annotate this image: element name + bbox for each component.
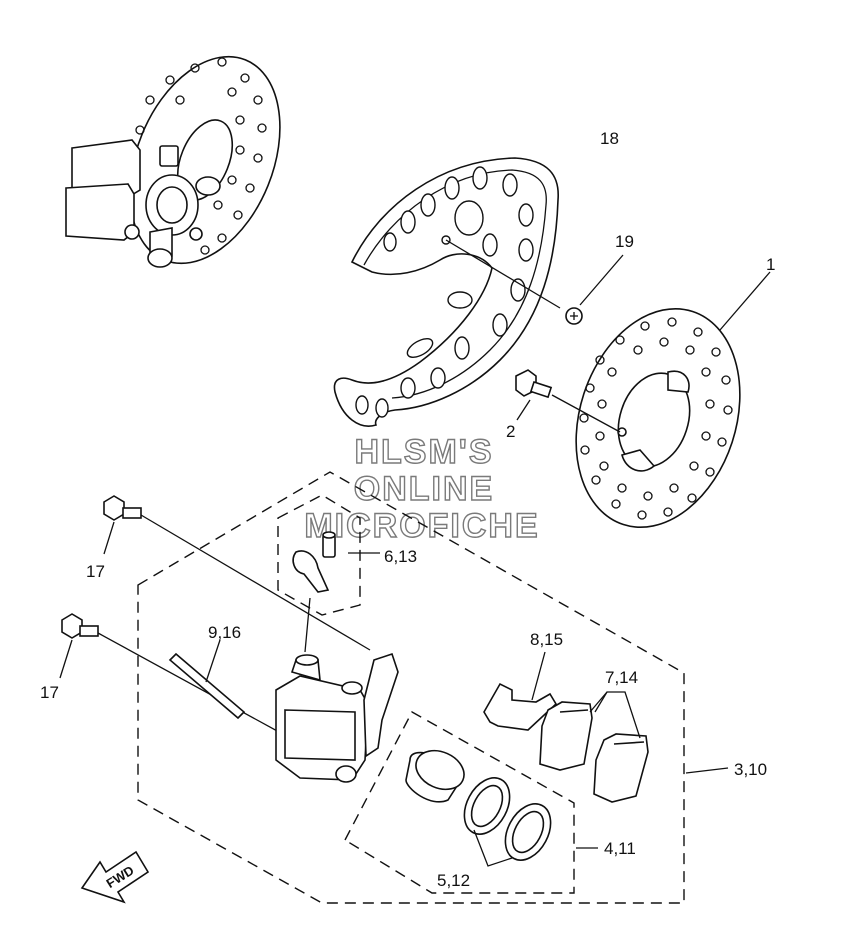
assembled-caliper-disc-view bbox=[65, 55, 281, 268]
fwd-arrow-icon: FWD bbox=[80, 850, 150, 904]
disc-guard-part-18 bbox=[333, 157, 559, 427]
callout-17-lower: 17 bbox=[40, 683, 59, 702]
screw-part-19 bbox=[445, 239, 624, 325]
watermark-line-1: HLSM'S bbox=[354, 433, 493, 471]
callout-7-14: 7,14 bbox=[605, 668, 638, 687]
caliper-body bbox=[275, 652, 399, 783]
pad-support-part-8-15 bbox=[483, 651, 558, 731]
callout-5-12: 5,12 bbox=[437, 871, 470, 890]
caliper-assembly-outline bbox=[137, 471, 685, 904]
callout-8-15: 8,15 bbox=[530, 630, 563, 649]
watermark-line-2: ONLINE bbox=[354, 470, 494, 508]
brake-disc-part-1 bbox=[575, 271, 771, 529]
bleed-screw-group-outline bbox=[277, 494, 361, 616]
brake-pads-part-7-14 bbox=[539, 691, 649, 803]
piston-part-4-11 bbox=[405, 749, 598, 849]
callout-4-11: 4,11 bbox=[604, 839, 636, 858]
callout-3-10: 3,10 bbox=[734, 760, 767, 779]
callout-19: 19 bbox=[615, 232, 634, 251]
callout-2: 2 bbox=[506, 422, 515, 441]
watermark: HLSM'S ONLINE MICROFICHE bbox=[304, 432, 539, 545]
bolt-part-2 bbox=[515, 369, 621, 433]
watermark-line-3: MICROFICHE bbox=[304, 507, 539, 545]
piston-seal-group-outline bbox=[344, 711, 575, 894]
bolt-part-17-upper bbox=[103, 495, 371, 651]
pin-part-9-16 bbox=[168, 639, 246, 720]
callout-17-upper: 17 bbox=[86, 562, 105, 581]
callout-6-13: 6,13 bbox=[384, 547, 417, 566]
seals-part-5-12 bbox=[463, 777, 552, 867]
callout-1: 1 bbox=[766, 255, 775, 274]
leader-3-10 bbox=[685, 767, 729, 774]
callout-9-16: 9,16 bbox=[208, 623, 241, 642]
bleed-screw-part-6-13 bbox=[292, 531, 380, 653]
bolt-part-17-lower bbox=[59, 613, 291, 739]
callout-18: 18 bbox=[600, 129, 619, 148]
